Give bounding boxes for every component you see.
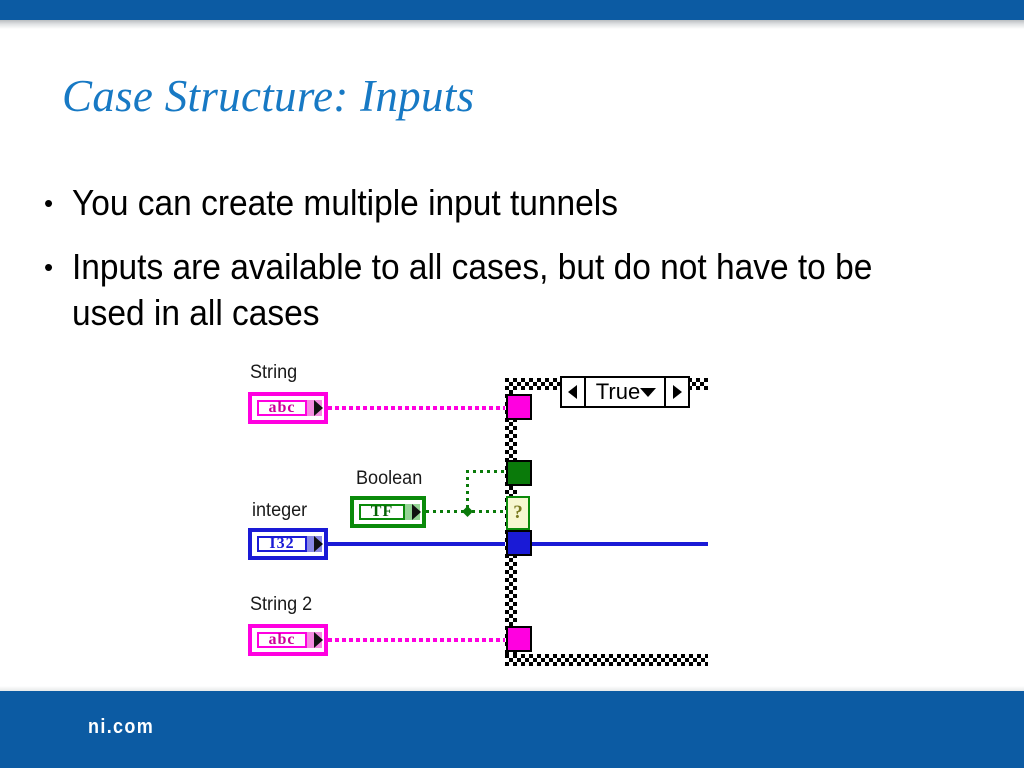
bullet-list: • You can create multiple input tunnels … [44,180,984,354]
terminal-integer-datatype: I32 [257,535,307,552]
wire-integer-left [328,542,508,546]
terminal-boolean[interactable]: TF [350,496,426,528]
tunnel-string[interactable] [506,394,532,420]
page-title: Case Structure: Inputs [62,71,475,121]
labview-block-diagram: String abc Boolean TF integer I32 String… [240,358,740,678]
case-selector-next-button[interactable] [664,378,688,406]
list-item: • You can create multiple input tunnels [44,180,984,226]
case-selector-label[interactable]: True [560,376,690,408]
list-item: • Inputs are available to all cases, but… [44,244,984,336]
footer-divider [0,686,1024,691]
bullet-text: Inputs are available to all cases, but d… [72,246,873,333]
wire-junction-point [462,506,473,517]
terminal-integer-arrow-icon [314,536,323,552]
footer-bar [0,691,1024,768]
wire-string-2 [328,638,508,642]
case-structure-bottom-border[interactable] [505,654,708,666]
bullet-marker-icon: • [44,252,54,282]
wire-integer-right [528,542,708,546]
case-selector-value-area[interactable]: True [586,378,664,406]
terminal-label-string: String [250,362,298,383]
chevron-down-icon[interactable] [640,387,657,397]
wire-boolean-branch-vertical [466,470,469,510]
tunnel-integer[interactable] [506,530,532,556]
wire-string [328,406,508,410]
terminal-label-boolean: Boolean [356,468,423,489]
chevron-left-icon [568,385,578,399]
case-selector-terminal[interactable]: ? [506,496,530,530]
terminal-string-datatype: abc [257,399,307,416]
top-brand-bar [0,0,1024,20]
chevron-right-icon [672,385,682,399]
bullet-text: You can create multiple input tunnels [72,182,618,223]
case-selector-value: True [595,379,641,404]
wire-boolean-segment-1 [426,510,468,513]
wire-boolean-branch-horizontal [466,470,510,473]
wire-boolean-segment-2 [472,510,508,513]
terminal-string[interactable]: abc [248,392,328,424]
terminal-boolean-datatype: TF [359,503,405,520]
terminal-integer[interactable]: I32 [248,528,328,560]
terminal-label-integer: integer [252,500,308,521]
bullet-marker-icon: • [44,188,54,218]
case-structure-top-border-left[interactable] [505,378,563,390]
tunnel-boolean[interactable] [506,460,532,486]
terminal-string-2-arrow-icon [314,632,323,648]
case-selector-previous-button[interactable] [562,378,586,406]
tunnel-string-2[interactable] [506,626,532,652]
terminal-label-string-2: String 2 [250,594,313,615]
terminal-string-2-datatype: abc [257,631,307,648]
case-structure-top-border-right[interactable] [688,378,708,390]
footer-logo: ni.com [88,716,155,738]
terminal-boolean-arrow-icon [412,504,421,520]
case-selector-terminal-glyph: ? [513,502,523,523]
terminal-string-2[interactable]: abc [248,624,328,656]
top-bar-shadow [0,20,1024,29]
terminal-string-arrow-icon [314,400,323,416]
